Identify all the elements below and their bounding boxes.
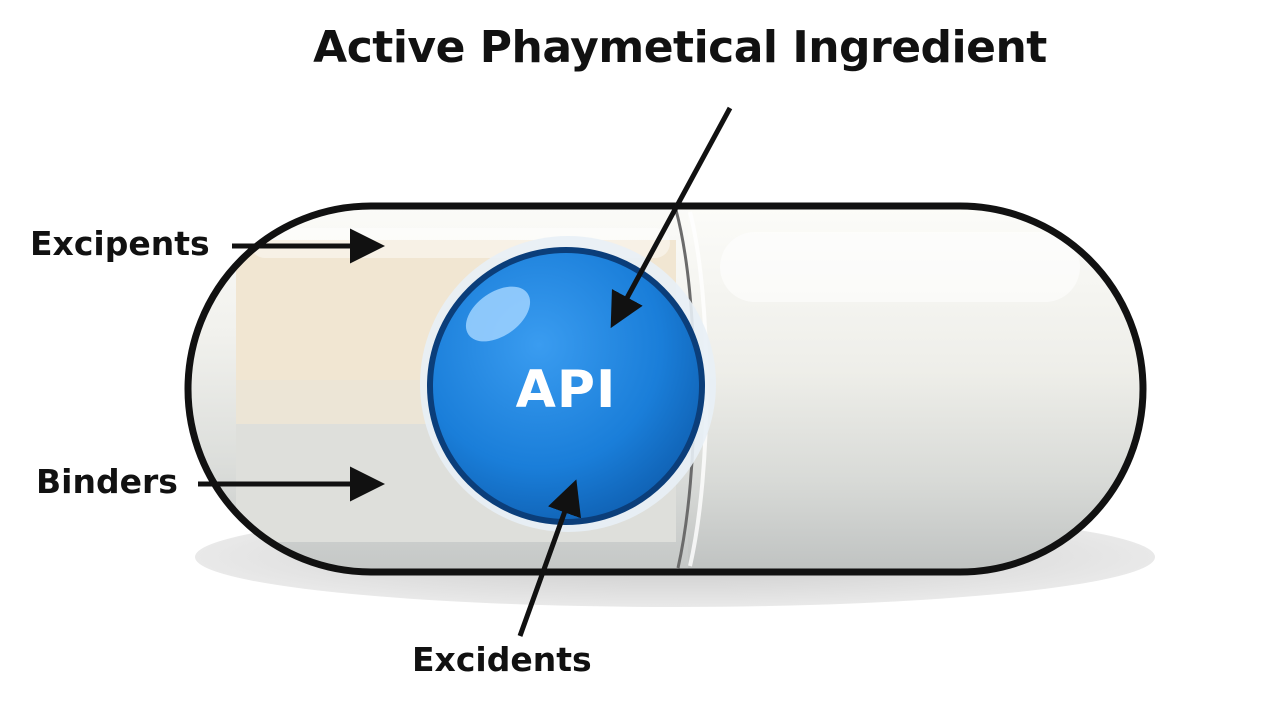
excidents-label: Excidents bbox=[412, 640, 592, 679]
arrow-excidents bbox=[517, 479, 581, 637]
excipients-label: Excipents bbox=[30, 224, 210, 263]
capsule-outline bbox=[184, 202, 1147, 576]
arrow-title bbox=[610, 106, 733, 329]
binders-label: Binders bbox=[36, 462, 178, 501]
api-sphere-highlight bbox=[465, 286, 531, 342]
api-label: API bbox=[515, 360, 617, 420]
diagram-title: Active Phaymetical Ingredient bbox=[313, 22, 1047, 73]
